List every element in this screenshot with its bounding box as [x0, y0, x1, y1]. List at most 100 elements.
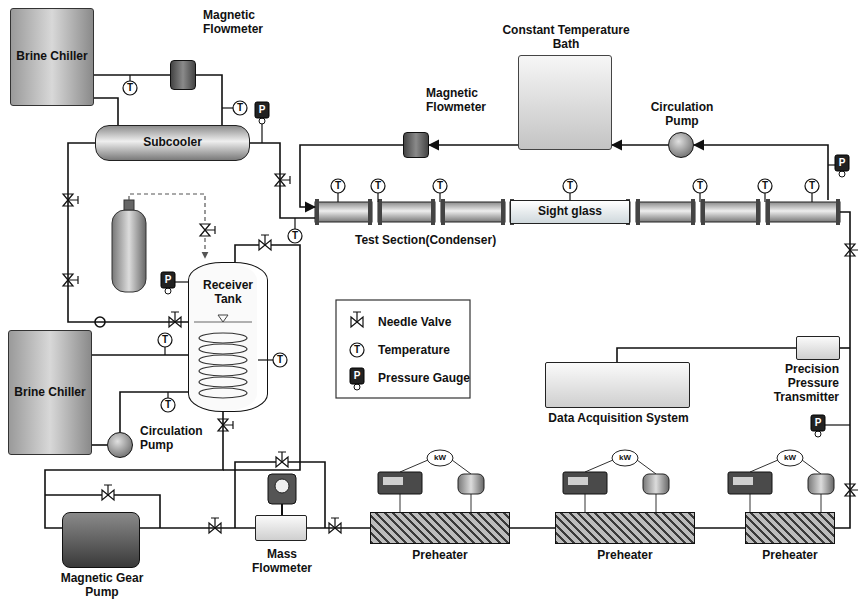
legend-box [336, 300, 470, 398]
wattmeter [777, 450, 803, 466]
pipe-line [92, 354, 188, 356]
condenser-segment [441, 202, 505, 222]
wattmeter [427, 450, 453, 466]
subcooler: Subcooler [95, 125, 250, 161]
temperature-sensor [758, 179, 772, 193]
component-label: Magnetic Gear Pump [52, 572, 152, 600]
valve-stem [104, 485, 112, 495]
pressure-transmitter: Precision Pressure Transmitter [796, 336, 840, 360]
component-label: Precision Pressure Transmitter [747, 363, 839, 404]
component-label: Sight glass [538, 205, 602, 219]
power-controller [378, 472, 422, 494]
temperature-sensor [433, 179, 447, 193]
controller-display [733, 477, 753, 485]
flange [701, 199, 705, 225]
gauge-letter: P [165, 275, 172, 285]
flange [766, 199, 770, 225]
transformer [643, 474, 669, 494]
legend-text: Needle Valve [378, 315, 451, 329]
pressure-gauge [835, 155, 849, 171]
pipe-line [429, 144, 518, 146]
pipe-line [694, 145, 828, 200]
flange [441, 199, 445, 225]
component-label: Circulation Pump [140, 425, 222, 453]
sensor-letter: T [165, 400, 171, 410]
needle-valve [169, 312, 181, 327]
preheater: Preheater [370, 512, 510, 544]
power-controller [563, 472, 607, 494]
sensor-letter: T [437, 181, 443, 191]
temperature-sensor [331, 179, 345, 193]
temperature-sensor [350, 343, 364, 357]
valve-stem [280, 176, 290, 184]
needle-valve [218, 419, 233, 431]
chiller-cabinet: Brine Chiller [10, 8, 94, 106]
needle-valve [329, 518, 341, 533]
needle-valve [209, 518, 221, 533]
temperature-sensor [805, 179, 819, 193]
pipe-line [695, 527, 745, 529]
power-controller [728, 472, 772, 494]
needle-valve [845, 484, 858, 496]
meter-unit: kW [619, 454, 631, 462]
pressure-gauge [350, 368, 364, 384]
flange [691, 199, 695, 225]
flange [756, 199, 760, 225]
condenser-segment [766, 202, 840, 222]
daq-unit: Data Acquisition System [545, 362, 690, 408]
needle-valve [63, 194, 78, 206]
component-label: Subcooler [143, 136, 202, 150]
flange [315, 199, 319, 225]
component-label: Mass Flowmeter [242, 548, 322, 576]
flange [501, 199, 505, 225]
needle-valve [275, 174, 290, 186]
preheater: Preheater [555, 512, 695, 544]
valve-stem [850, 246, 858, 254]
meter-unit: kW [434, 454, 446, 462]
legend-text: Temperature [378, 343, 450, 357]
sensor-letter: T [292, 231, 298, 241]
component-label: Test Section(Condenser) [355, 234, 496, 248]
temperature-sensor [161, 398, 175, 412]
sensor-letter: T [237, 103, 243, 113]
gauge-letter: P [815, 418, 822, 428]
valve-stem [68, 196, 78, 204]
controller-display [568, 477, 588, 485]
gauge-bulb [259, 118, 265, 124]
temperature-sensor [158, 333, 172, 347]
component-label: Data Acquisition System [534, 412, 703, 426]
component-label: Preheater [371, 549, 509, 563]
preheater: Preheater [745, 512, 835, 544]
temperature-sensor [563, 179, 577, 193]
pressure-gauge [255, 102, 269, 118]
component-label: Circulation Pump [642, 101, 722, 129]
coil-turn [199, 355, 247, 365]
valve-stem [68, 276, 78, 284]
sensor-letter: T [567, 181, 573, 191]
pressure-gauge [161, 272, 175, 288]
condenser-segment [701, 202, 760, 222]
receiver-tank: Receiver Tank [188, 262, 268, 412]
gauge-letter: P [259, 105, 266, 115]
valve-stem [850, 486, 858, 494]
coil-turn [199, 377, 247, 387]
valve-stem [261, 235, 269, 245]
pipe-line [140, 527, 255, 529]
valve-stem [331, 518, 339, 528]
wattmeter [612, 450, 638, 466]
pipe-line [612, 144, 668, 146]
temperature-sensor [233, 101, 247, 115]
flowmeter: Magnetic Flowmeter [403, 132, 429, 158]
pipe-line [617, 348, 796, 362]
sensor-letter: T [697, 181, 703, 191]
pump: Circulation Pump [107, 432, 133, 458]
needle-valve [351, 312, 363, 327]
pipe-line [307, 527, 370, 529]
valve-stem [223, 421, 233, 429]
flange [836, 199, 840, 225]
coil-turn [199, 344, 247, 354]
condenser-segment [378, 202, 435, 222]
component-label: Preheater [556, 549, 694, 563]
legend-text: Pressure Gauge [378, 371, 470, 385]
component-label: Receiver Tank [189, 279, 267, 307]
